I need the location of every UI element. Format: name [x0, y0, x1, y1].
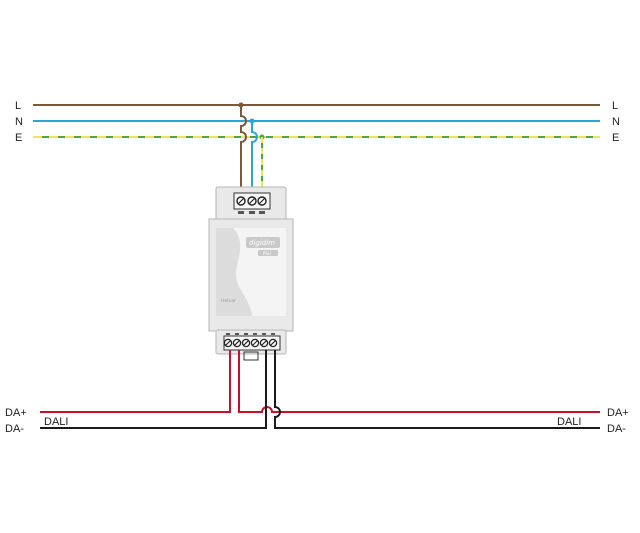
screw-slot — [234, 340, 240, 346]
terminal-slot — [271, 333, 275, 335]
manufacturer-name: Helvar — [221, 298, 236, 304]
terminal-slot — [226, 333, 230, 335]
da-minus-drop-wire — [274, 350, 600, 429]
terminal-slot — [235, 333, 239, 335]
terminal-slot — [253, 333, 257, 335]
terminal-slot — [249, 211, 255, 214]
psu-device: digidim PSU Helvar — [208, 186, 294, 361]
live-label-right: L — [612, 100, 618, 112]
neutral-label-left: N — [15, 116, 23, 128]
live-label-left: L — [15, 100, 21, 112]
da-plus-drop-wire — [40, 350, 231, 413]
screw-slot — [225, 340, 231, 346]
neutral-label-right: N — [612, 116, 620, 128]
da-minus-label-right: DA- — [607, 423, 626, 435]
live-drop-wire — [240, 105, 247, 196]
mains-drops — [238, 102, 265, 196]
brand-badge — [246, 237, 280, 248]
earth-label-left: E — [15, 132, 22, 144]
da-minus-label-left: DA- — [5, 423, 24, 435]
screw-slot — [249, 198, 255, 204]
screw-slot — [243, 340, 249, 346]
dali-tag-right: DALI — [557, 416, 581, 428]
terminal-slot — [262, 333, 266, 335]
screw-slot — [270, 340, 276, 346]
top-terminals — [233, 192, 271, 214]
screw-slot — [238, 198, 244, 204]
bottom-terminals — [223, 333, 281, 361]
screw-slot — [259, 198, 265, 204]
earth-label-right: E — [612, 132, 619, 144]
model-badge — [258, 250, 278, 256]
mains-lines — [33, 104, 600, 138]
neutral-drop-wire — [251, 121, 258, 196]
model-name: PSU — [263, 251, 271, 256]
terminal-slot — [244, 333, 248, 335]
screw-slot — [261, 340, 267, 346]
terminal-jumper — [243, 351, 259, 361]
da-minus-drop-wire — [40, 350, 267, 429]
dali-tag-left: DALI — [44, 416, 68, 428]
da-plus-drop-wire — [238, 350, 600, 413]
screw-slot — [252, 340, 258, 346]
terminal-slot — [259, 211, 265, 214]
da-plus-label-left: DA+ — [5, 407, 27, 419]
da-plus-label-right: DA+ — [607, 407, 629, 419]
brand-name: digidim — [249, 239, 275, 247]
dali-drops — [40, 350, 600, 429]
terminal-slot — [238, 211, 244, 214]
